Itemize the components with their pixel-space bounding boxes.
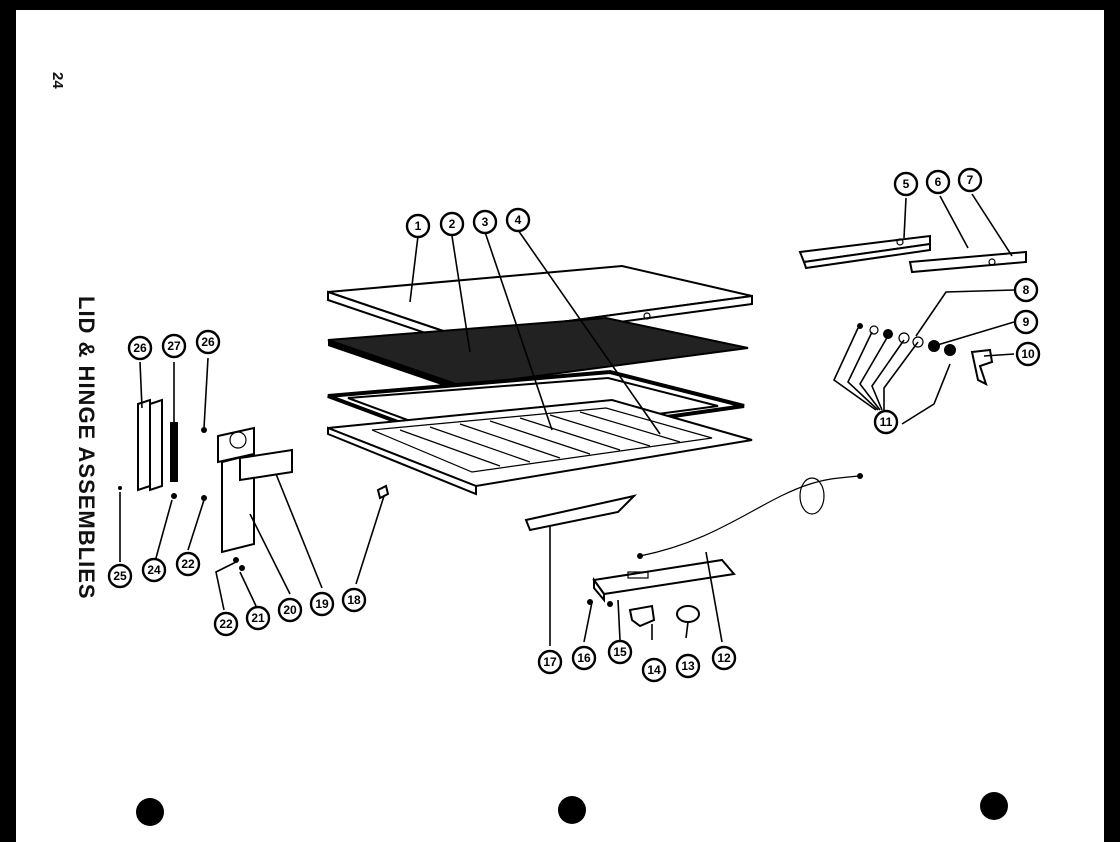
svg-text:24: 24: [147, 563, 161, 577]
callout-14: 14: [641, 657, 667, 683]
svg-text:10: 10: [1021, 347, 1035, 361]
svg-text:22: 22: [219, 617, 233, 631]
lid-top: [327, 264, 753, 346]
svg-text:3: 3: [482, 215, 489, 229]
svg-text:12: 12: [717, 651, 731, 665]
svg-text:15: 15: [613, 645, 627, 659]
label-plate: [524, 494, 638, 532]
svg-text:11: 11: [880, 415, 893, 429]
callout-19: 19: [309, 591, 335, 617]
svg-text:22: 22: [181, 557, 195, 571]
callout-9: 9: [1013, 309, 1039, 335]
callout-26-right: 26: [195, 329, 221, 355]
svg-text:19: 19: [315, 597, 329, 611]
callout-20: 20: [277, 597, 303, 623]
hinge-assembly: [118, 398, 390, 571]
callout-21: 21: [245, 605, 271, 631]
callout-15: 15: [607, 639, 633, 665]
light-switch-assembly: [587, 473, 863, 628]
punch-hole-left: [136, 798, 164, 826]
svg-text:26: 26: [133, 341, 147, 355]
callout-24: 24: [141, 557, 167, 583]
svg-text:25: 25: [113, 569, 127, 583]
callout-5: 5: [893, 171, 919, 197]
callout-26-left: 26: [127, 335, 153, 361]
callout-8: 8: [1013, 277, 1039, 303]
callout-22-upper: 22: [175, 551, 201, 577]
svg-text:6: 6: [935, 175, 942, 189]
callout-18: 18: [341, 587, 367, 613]
callout-12: 12: [711, 645, 737, 671]
svg-text:18: 18: [347, 593, 361, 607]
callout-10: 10: [1015, 341, 1041, 367]
callout-2: 2: [439, 211, 465, 237]
svg-text:7: 7: [967, 173, 974, 187]
svg-text:27: 27: [167, 339, 181, 353]
svg-text:17: 17: [543, 655, 557, 669]
punch-hole-right: [980, 792, 1008, 820]
callout-22-lower: 22: [213, 611, 239, 637]
svg-text:13: 13: [681, 659, 695, 673]
lid-liner: [327, 398, 753, 496]
hinge-bracket: [798, 234, 1027, 274]
svg-text:21: 21: [251, 611, 265, 625]
svg-text:16: 16: [577, 651, 591, 665]
leader-lines: [119, 193, 1015, 646]
svg-text:9: 9: [1023, 315, 1030, 329]
svg-text:2: 2: [449, 217, 456, 231]
svg-text:8: 8: [1023, 283, 1030, 297]
callout-17: 17: [537, 649, 563, 675]
svg-text:14: 14: [647, 663, 661, 677]
callout-27: 27: [161, 333, 187, 359]
callout-3: 3: [472, 209, 498, 235]
svg-text:5: 5: [903, 177, 910, 191]
svg-text:1: 1: [415, 219, 422, 233]
callout-16: 16: [571, 645, 597, 671]
callout-6: 6: [925, 169, 951, 195]
svg-text:4: 4: [515, 213, 522, 227]
callout-13: 13: [675, 653, 701, 679]
callout-7: 7: [957, 167, 983, 193]
callout-1: 1: [405, 213, 431, 239]
callout-4: 4: [505, 207, 531, 233]
punch-hole-center: [558, 796, 586, 824]
insulation-pad: [327, 316, 749, 392]
callout-11: 11: [873, 409, 899, 435]
svg-text:26: 26: [201, 335, 215, 349]
svg-text:20: 20: [283, 603, 297, 617]
callout-25: 25: [107, 563, 133, 589]
